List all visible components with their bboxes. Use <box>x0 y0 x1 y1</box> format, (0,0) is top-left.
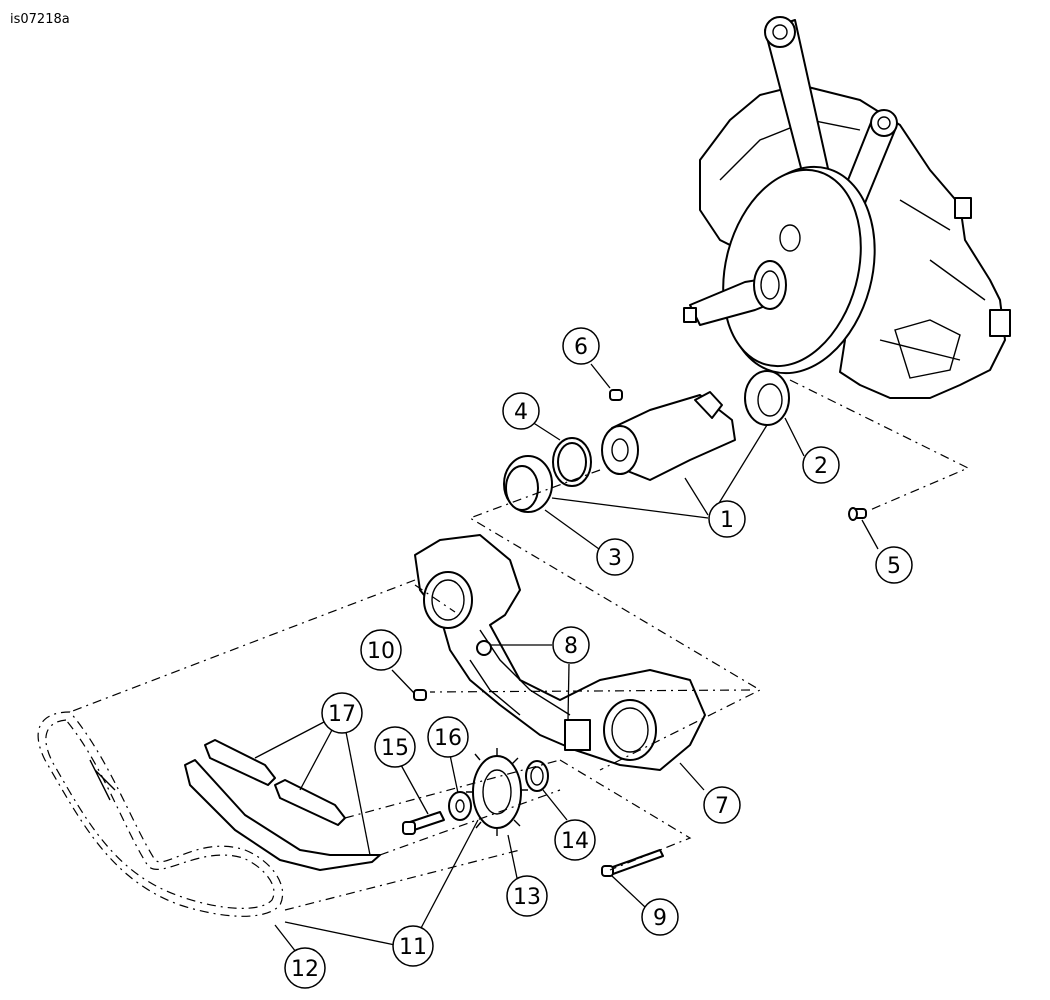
callout-5: 5 <box>875 546 913 584</box>
bolt-5 <box>848 507 867 521</box>
o-ring-4 <box>552 437 592 487</box>
callout-12: 12 <box>284 947 326 989</box>
callout-label: 15 <box>381 736 409 761</box>
callout-1: 1 <box>708 500 746 538</box>
bearing-2 <box>744 370 790 426</box>
bolt-9 <box>601 849 664 877</box>
assembly-lines <box>69 379 970 911</box>
callout-15: 15 <box>374 726 416 768</box>
callout-label: 4 <box>514 400 528 425</box>
figure-id: is07218a <box>10 12 70 27</box>
callout-label: 14 <box>561 829 589 854</box>
bearing-3 <box>503 455 553 513</box>
callout-label: 17 <box>328 702 356 727</box>
callout-label: 9 <box>653 906 667 931</box>
callout-3: 3 <box>596 538 634 576</box>
callout-label: 16 <box>434 726 462 751</box>
callout-label: 1 <box>720 508 734 533</box>
chain-guides-17 <box>184 739 381 871</box>
callout-9: 9 <box>641 898 679 936</box>
callout-10: 10 <box>360 629 402 671</box>
callout-label: 5 <box>887 554 901 579</box>
callout-13: 13 <box>506 875 548 917</box>
callout-label: 6 <box>574 335 588 360</box>
spacer-14 <box>525 760 549 792</box>
callout-16: 16 <box>427 716 469 758</box>
dowel-10 <box>413 689 427 701</box>
washer-16 <box>448 791 472 821</box>
callout-7: 7 <box>703 786 741 824</box>
balancer-shaft-1 <box>601 391 736 481</box>
callout-label: 13 <box>513 885 541 910</box>
callout-label: 2 <box>814 454 828 479</box>
bolt-15 <box>402 811 445 835</box>
callout-11: 11 <box>392 925 434 967</box>
callout-label: 11 <box>399 935 427 960</box>
callout-4: 4 <box>502 392 540 430</box>
timing-chain-12 <box>37 711 284 917</box>
dowel-6 <box>609 389 623 401</box>
callout-6: 6 <box>562 327 600 365</box>
callout-label: 3 <box>608 546 622 571</box>
callout-label: 12 <box>291 957 319 982</box>
callout-label: 8 <box>564 634 578 659</box>
chain-housing-7 <box>414 534 706 771</box>
leader-lines <box>254 363 879 953</box>
callout-8: 8 <box>552 626 590 664</box>
callout-label: 10 <box>367 639 395 664</box>
callout-2: 2 <box>802 446 840 484</box>
crankcase-assembly <box>683 16 1011 399</box>
callout-17: 17 <box>321 692 363 734</box>
sprocket-13 <box>466 748 528 836</box>
callout-label: 7 <box>715 794 729 819</box>
callout-14: 14 <box>554 819 596 861</box>
